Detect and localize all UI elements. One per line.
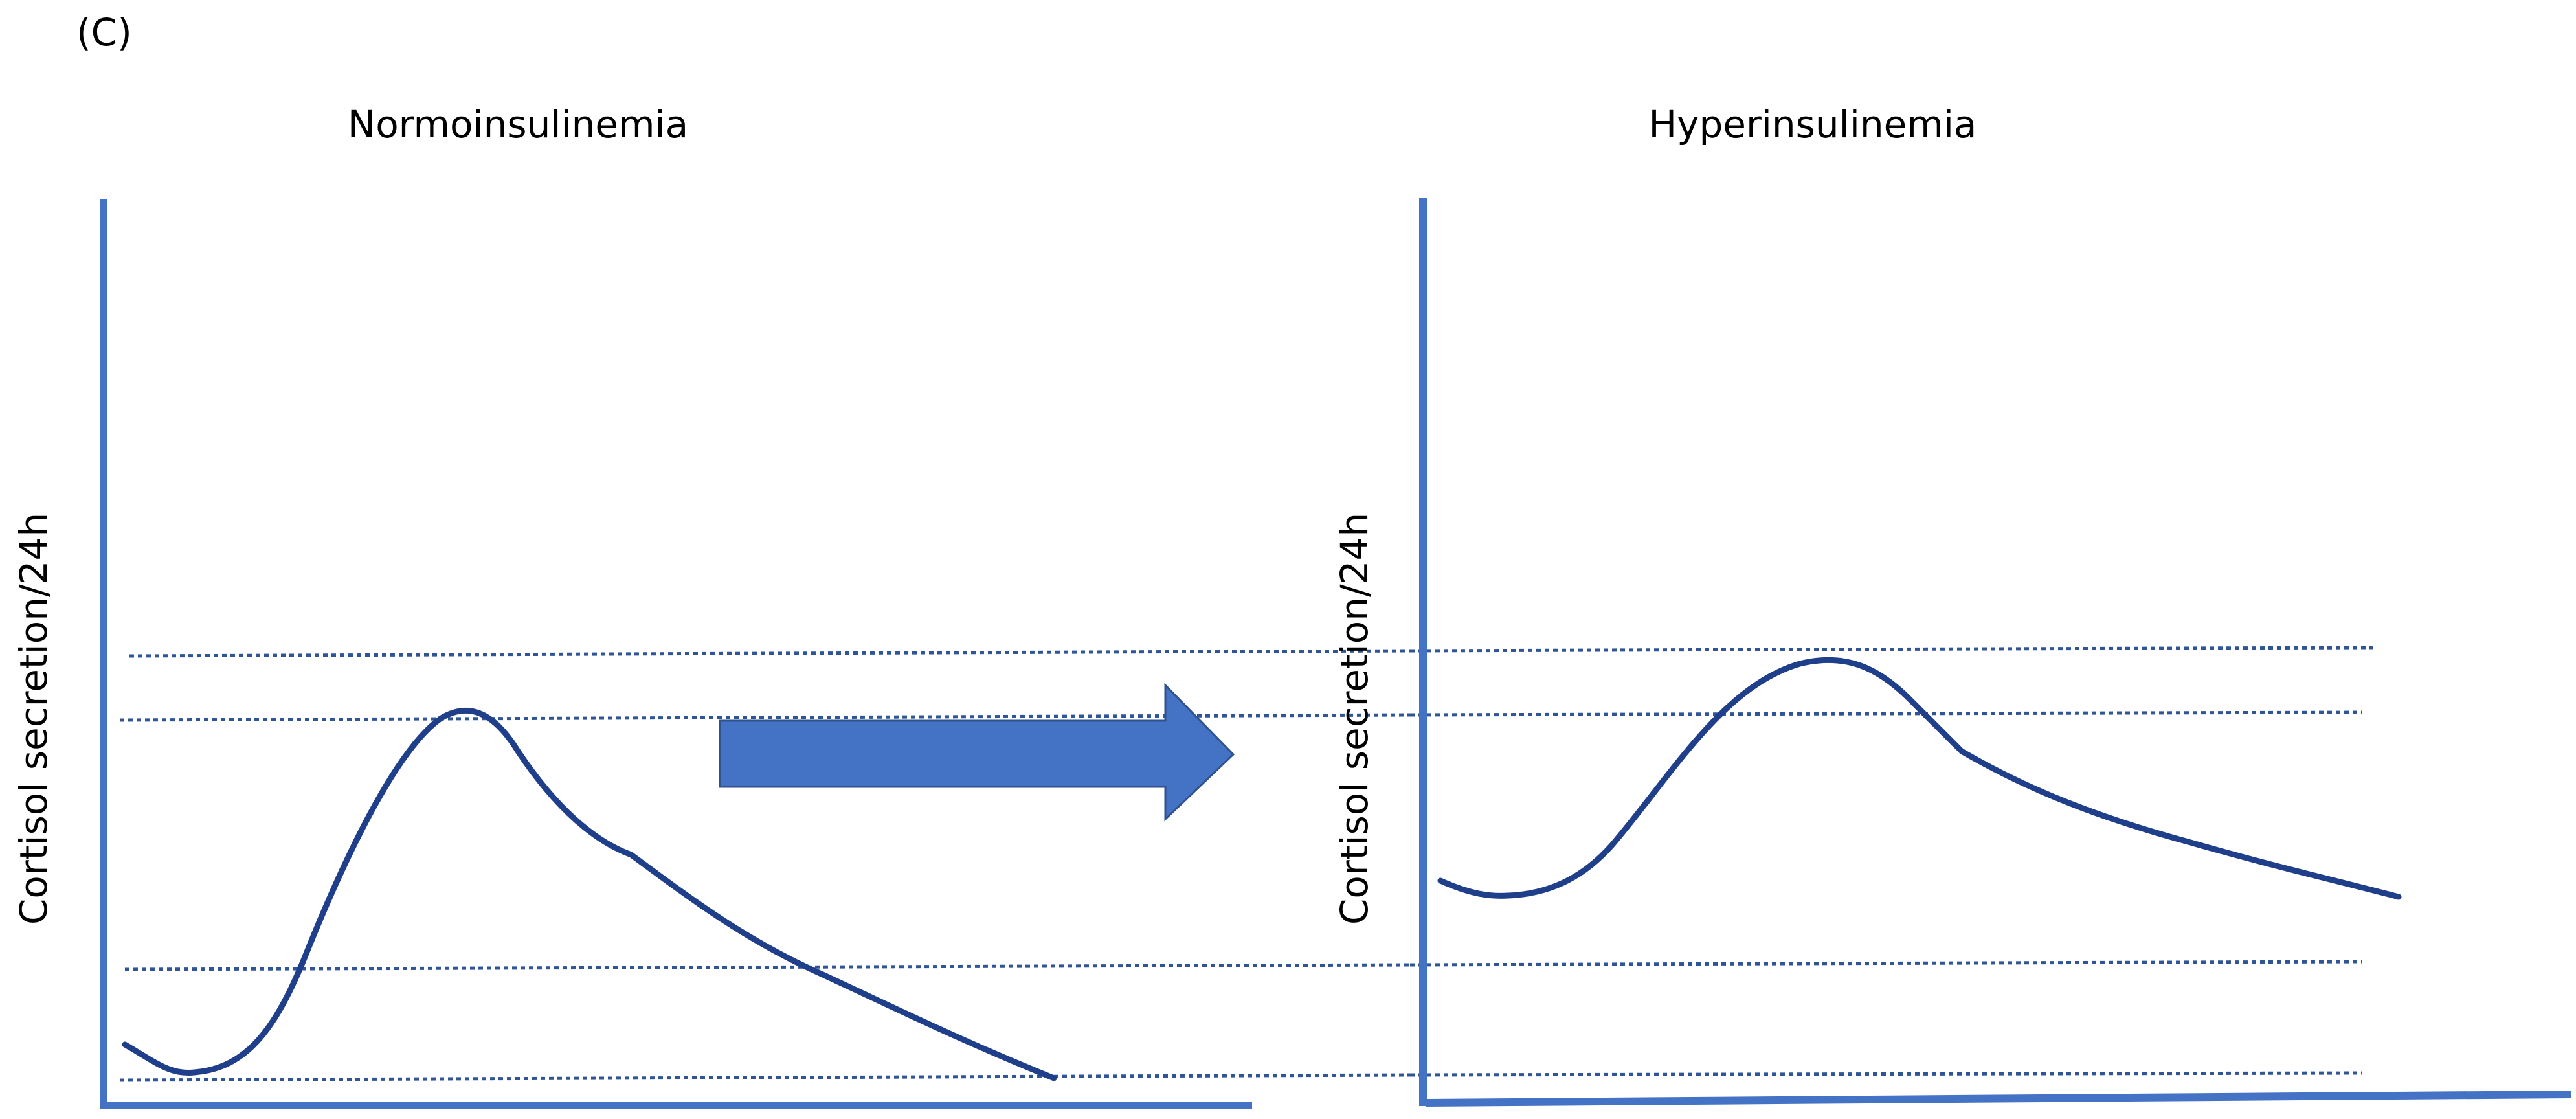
reference-line bbox=[124, 963, 1411, 971]
reference-line bbox=[1409, 960, 2362, 967]
reference-line bbox=[129, 649, 1411, 658]
panel-label: (C) bbox=[76, 10, 132, 54]
reference-line bbox=[119, 1073, 1411, 1082]
reference-line bbox=[1409, 710, 2362, 717]
right-panel-title: Hyperinsulinemia bbox=[1649, 102, 1977, 146]
left-cortisol-curve bbox=[122, 707, 1057, 1081]
reference-line bbox=[1409, 646, 2373, 653]
left-panel-title: Normoinsulinemia bbox=[348, 102, 688, 146]
left-y-axis-label: Cortisol secretion/24h bbox=[12, 513, 56, 925]
right-panel: Hyperinsulinemia Cortisol secretion/24h bbox=[1332, 102, 2572, 1107]
right-cortisol-curve bbox=[1437, 657, 2402, 900]
right-x-axis bbox=[1426, 1091, 2572, 1107]
left-panel: Normoinsulinemia Cortisol secretion/24h bbox=[12, 102, 1411, 1109]
right-y-axis-label: Cortisol secretion/24h bbox=[1332, 513, 1376, 925]
right-arrow-icon bbox=[719, 683, 1235, 822]
reference-line bbox=[1409, 1071, 2362, 1077]
reference-line bbox=[119, 713, 1411, 722]
